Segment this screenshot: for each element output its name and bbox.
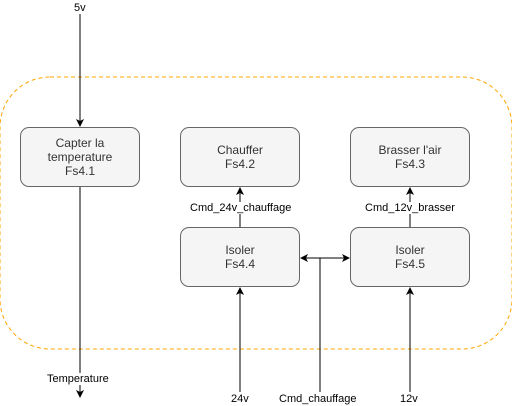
block-capter-line1: Capter la — [55, 136, 105, 150]
label-cmd-chauffage: Cmd_chauffage — [279, 393, 357, 405]
block-isoler-b: Isoler Fs4.5 — [350, 227, 470, 287]
block-isoler-b-id: Fs4.5 — [394, 257, 425, 271]
block-brasser-id: Fs4.3 — [394, 157, 425, 171]
block-brasser: Brasser l'air Fs4.3 — [350, 127, 470, 187]
label-cmd-24v-chauffage: Cmd_24v_chauffage — [190, 202, 292, 214]
label-24v: 24v — [231, 393, 249, 405]
block-brasser-label: Brasser l'air — [378, 143, 442, 157]
block-isoler-a: Isoler Fs4.4 — [180, 227, 300, 287]
block-isoler-a-label: Isoler — [225, 243, 255, 257]
block-capter-line2: temperature — [47, 150, 113, 164]
label-cmd-12v-brasser: Cmd_12v_brasser — [365, 202, 455, 214]
label-12v: 12v — [400, 393, 418, 405]
block-capter-temperature: Capter la temperature Fs4.1 — [20, 127, 140, 187]
block-capter-id: Fs4.1 — [64, 164, 95, 178]
block-chauffer-id: Fs4.2 — [224, 157, 255, 171]
label-5v: 5v — [74, 2, 86, 14]
block-isoler-b-label: Isoler — [395, 243, 425, 257]
system-boundary — [0, 76, 512, 350]
block-chauffer-label: Chauffer — [217, 143, 263, 157]
block-isoler-a-id: Fs4.4 — [224, 257, 255, 271]
label-temperature: Temperature — [47, 373, 109, 385]
block-chauffer: Chauffer Fs4.2 — [180, 127, 300, 187]
